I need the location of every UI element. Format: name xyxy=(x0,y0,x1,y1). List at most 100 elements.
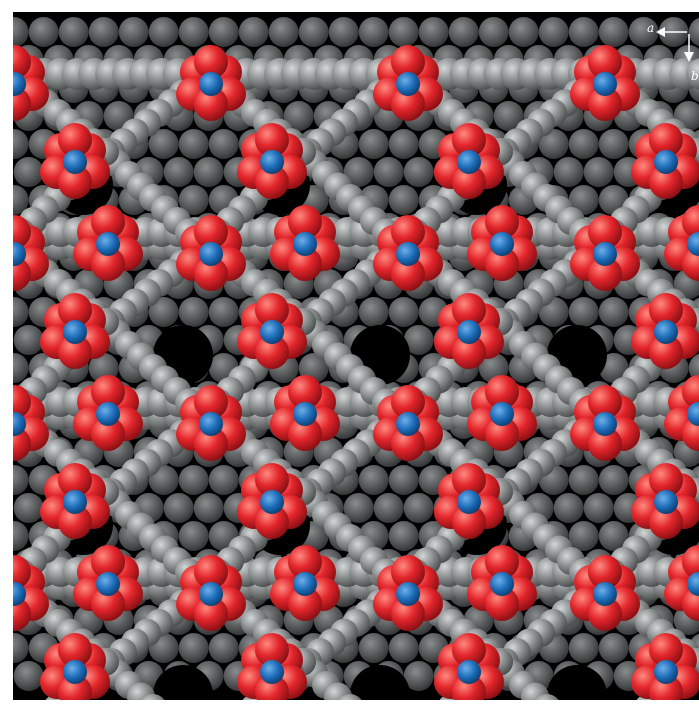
oxygen-atom xyxy=(391,427,425,461)
metal-atom xyxy=(687,232,699,256)
oxygen-atom xyxy=(485,545,519,579)
carbon-atom xyxy=(338,694,362,700)
oxygen-atom xyxy=(682,375,699,409)
oxygen-atom xyxy=(194,597,228,631)
oxygen-atom xyxy=(288,545,322,579)
crystal-structure-image xyxy=(13,17,699,700)
oxygen-atom xyxy=(391,597,425,631)
metal-atom xyxy=(199,242,223,266)
background-atom xyxy=(388,633,419,663)
oxygen-atom xyxy=(13,385,31,419)
background-atom xyxy=(418,17,449,47)
oxygen-atom xyxy=(255,675,289,700)
carbon-atom xyxy=(141,694,165,700)
oxygen-atom xyxy=(588,257,622,291)
background-atom xyxy=(148,17,179,47)
metal-atom xyxy=(654,320,678,344)
background-atom xyxy=(373,157,404,187)
background-atom xyxy=(568,129,599,159)
metal-atom xyxy=(63,660,87,684)
oxygen-atom xyxy=(194,45,228,79)
oxygen-atom xyxy=(58,633,92,667)
oxygen-atom xyxy=(58,335,92,369)
oxygen-atom xyxy=(91,545,125,579)
metal-atom xyxy=(490,572,514,596)
background-atom xyxy=(358,465,389,495)
oxygen-atom xyxy=(91,375,125,409)
oxygen-atom xyxy=(588,45,622,79)
background-atom xyxy=(403,661,434,691)
metal-atom xyxy=(260,660,284,684)
oxygen-atom xyxy=(58,505,92,539)
carbon-atom xyxy=(535,694,559,700)
pore-channel xyxy=(547,665,607,700)
background-atom xyxy=(208,465,239,495)
metal-atom xyxy=(654,660,678,684)
axis-a-label: a xyxy=(647,21,655,35)
background-atom xyxy=(358,297,389,327)
oxygen-atom xyxy=(452,505,486,539)
oxygen-atom xyxy=(194,555,228,589)
background-atom xyxy=(358,17,389,47)
background-atom xyxy=(568,633,599,663)
background-atom xyxy=(193,157,224,187)
oxygen-atom xyxy=(255,123,289,157)
background-atom xyxy=(148,297,179,327)
background-atom xyxy=(208,129,239,159)
oxygen-atom xyxy=(649,165,683,199)
background-atom xyxy=(13,521,29,551)
background-atom xyxy=(373,493,404,523)
oxygen-atom xyxy=(588,555,622,589)
oxygen-atom xyxy=(485,375,519,409)
metal-cluster-layer xyxy=(13,45,699,700)
background-atom xyxy=(298,17,329,47)
background-atom xyxy=(208,17,239,47)
background-atom xyxy=(13,17,29,47)
oxygen-atom xyxy=(194,215,228,249)
background-atom xyxy=(13,465,29,495)
oxygen-atom xyxy=(649,505,683,539)
background-atom xyxy=(13,353,29,383)
metal-atom xyxy=(260,150,284,174)
background-atom xyxy=(583,493,614,523)
background-atom xyxy=(583,157,614,187)
metal-atom xyxy=(293,402,317,426)
metal-atom xyxy=(396,242,420,266)
oxygen-atom xyxy=(588,385,622,419)
background-atom xyxy=(388,465,419,495)
background-atom xyxy=(193,493,224,523)
oxygen-atom xyxy=(452,675,486,700)
background-atom xyxy=(358,129,389,159)
background-atom xyxy=(343,157,374,187)
metal-atom xyxy=(593,412,617,436)
oxygen-atom xyxy=(194,257,228,291)
metal-atom xyxy=(63,320,87,344)
background-atom xyxy=(118,17,149,47)
metal-atom xyxy=(260,490,284,514)
background-atom xyxy=(538,17,569,47)
metal-atom xyxy=(96,402,120,426)
background-atom xyxy=(178,521,209,551)
oxygen-atom xyxy=(682,205,699,239)
oxygen-atom xyxy=(452,463,486,497)
background-atom xyxy=(568,297,599,327)
background-atom xyxy=(388,297,419,327)
background-atom xyxy=(178,633,209,663)
oxygen-atom xyxy=(649,633,683,667)
metal-atom xyxy=(293,572,317,596)
background-atom xyxy=(178,465,209,495)
pore-channel xyxy=(350,665,410,700)
metal-atom xyxy=(260,320,284,344)
background-atom xyxy=(628,17,659,47)
oxygen-atom xyxy=(391,87,425,121)
oxygen-atom xyxy=(255,633,289,667)
oxygen-atom xyxy=(91,247,125,281)
background-atom xyxy=(328,17,359,47)
background-atom xyxy=(178,17,209,47)
background-atom xyxy=(13,129,29,159)
background-atom xyxy=(568,185,599,215)
metal-atom xyxy=(96,232,120,256)
oxygen-atom xyxy=(58,165,92,199)
background-atom xyxy=(343,493,374,523)
oxygen-atom xyxy=(391,385,425,419)
